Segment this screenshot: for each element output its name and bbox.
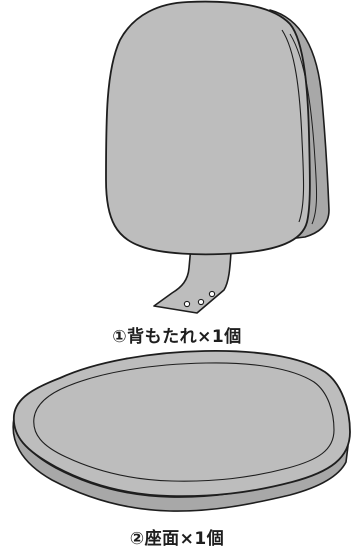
backrest-edge-line — [289, 33, 318, 225]
bracket-hole — [197, 298, 205, 306]
seat-cushion — [13, 349, 351, 498]
backrest-part — [105, 0, 330, 314]
seat-stitch-line — [33, 362, 335, 482]
bracket-hole — [183, 300, 191, 308]
bracket-hole — [208, 290, 216, 298]
backrest-bracket — [153, 245, 232, 314]
backrest-caption: ①背もたれ×1個 — [112, 327, 242, 347]
seat-part — [12, 349, 351, 512]
seat-caption: ②座面×1個 — [129, 529, 225, 549]
backrest-edge-line — [281, 29, 305, 223]
backrest-cushion — [105, 0, 311, 256]
